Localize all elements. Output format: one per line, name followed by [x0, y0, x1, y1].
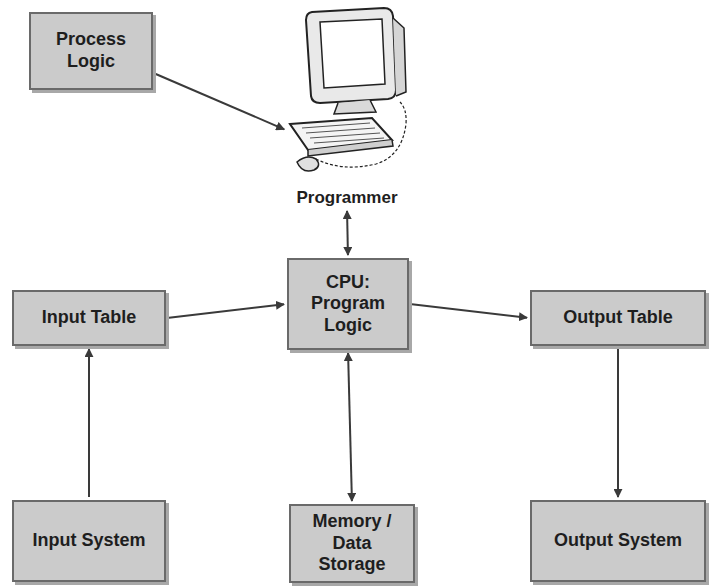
role-label: Programmer: [293, 188, 400, 208]
flow-arrow: [88, 349, 90, 497]
flow-arrow: [617, 349, 619, 497]
box-label: Memory / Data Storage: [299, 511, 405, 576]
table-box: Output Table: [530, 290, 706, 346]
box-label: CPU: Program Logic: [297, 272, 399, 337]
memory-box: Memory / Data Storage: [289, 504, 415, 583]
process-box: Process Logic: [29, 12, 153, 90]
flow-arrow: [412, 304, 527, 317]
computer-illustration: [272, 4, 422, 179]
table-box: Input Table: [12, 290, 166, 346]
flow-arrow: [348, 353, 352, 501]
cpu-box: CPU: Program Logic: [287, 258, 409, 350]
flow-arrow: [169, 304, 284, 317]
box-label: Output Table: [563, 307, 673, 329]
flow-arrow: [346, 211, 349, 255]
box-label: Input System: [32, 530, 145, 552]
box-label: Output System: [554, 530, 682, 552]
box-label: Process Logic: [39, 29, 143, 72]
box-label: Input Table: [42, 307, 137, 329]
system-box: Input System: [12, 500, 166, 582]
programmer-computer: Programmer: [272, 4, 422, 208]
system-box: Output System: [530, 500, 706, 582]
flow-arrow: [156, 74, 284, 129]
